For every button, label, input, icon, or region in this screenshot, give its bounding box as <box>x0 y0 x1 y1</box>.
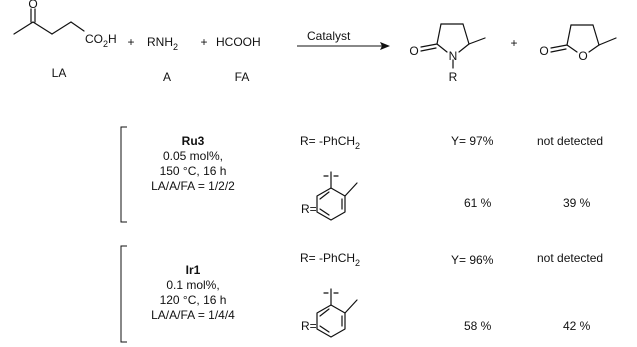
lactone-yield: 39 % <box>563 196 591 210</box>
plus-sign: + <box>127 35 134 49</box>
amine-label: A <box>163 70 171 84</box>
formic-acid-reagent: HCOOH FA <box>216 35 261 84</box>
catalyst-loading: 0.1 mol%, <box>166 278 219 292</box>
catalyst-name: Ru3 <box>182 134 205 148</box>
formic-acid-label: FA <box>235 70 250 84</box>
catalyst-loading: 0.05 mol%, <box>163 149 223 163</box>
r-group-prefix: R= <box>301 202 317 216</box>
reaction-arrow: Catalyst <box>297 29 390 50</box>
o-tolyl-structure <box>316 288 358 338</box>
lactam-product-structure: O N R <box>409 23 486 84</box>
lactone-yield: 42 % <box>563 319 591 333</box>
r-group-benzyl: R= -PhCH2 <box>300 251 360 268</box>
levulinic-acid-structure: O CO2H LA <box>13 0 117 80</box>
plus-sign: + <box>200 35 207 49</box>
lactone-yield: not detected <box>537 251 603 265</box>
lactam-yield: Y= 96% <box>451 253 494 267</box>
bracket <box>120 126 127 223</box>
lactam-nitrogen: N <box>449 49 458 63</box>
temperature-time: 150 °C, 16 h <box>160 164 227 178</box>
condition-block-ru3: Ru3 0.05 mol%, 150 °C, 16 h LA/A/FA = 1/… <box>120 126 603 223</box>
condition-block-ir1: Ir1 0.1 mol%, 120 °C, 16 h LA/A/FA = 1/4… <box>120 245 603 343</box>
lactam-yield: Y= 97% <box>451 134 494 148</box>
formic-acid-formula: HCOOH <box>216 35 261 49</box>
arrow-label: Catalyst <box>307 29 351 43</box>
plus-sign: + <box>510 36 517 50</box>
lactam-r-group: R <box>449 70 458 84</box>
lactam-yield: 61 % <box>464 196 492 210</box>
o-tolyl-structure <box>316 171 358 221</box>
catalyst-name: Ir1 <box>186 263 201 277</box>
lev-acid-carbonyl-o: O <box>28 0 37 11</box>
lactone-ring-o: O <box>578 49 587 63</box>
lactone-carbonyl-o: O <box>539 44 548 58</box>
lactam-carbonyl-o: O <box>409 44 418 58</box>
lev-acid-carboxyl: CO2H <box>85 32 117 49</box>
bracket <box>120 245 127 343</box>
amine-reagent: RNH2 A <box>147 35 178 84</box>
lactam-yield: 58 % <box>464 319 492 333</box>
r-group-benzyl: R= -PhCH2 <box>300 134 360 151</box>
lactone-product-structure: O O <box>539 24 617 63</box>
temperature-time: 120 °C, 16 h <box>160 293 227 307</box>
r-group-prefix: R= <box>301 319 317 333</box>
reactant-ratio: LA/A/FA = 1/2/2 <box>151 179 235 193</box>
lev-acid-label: LA <box>52 66 67 80</box>
amine-formula: RNH2 <box>147 35 178 52</box>
lactone-yield: not detected <box>537 134 603 148</box>
reactant-ratio: LA/A/FA = 1/4/4 <box>151 308 235 322</box>
